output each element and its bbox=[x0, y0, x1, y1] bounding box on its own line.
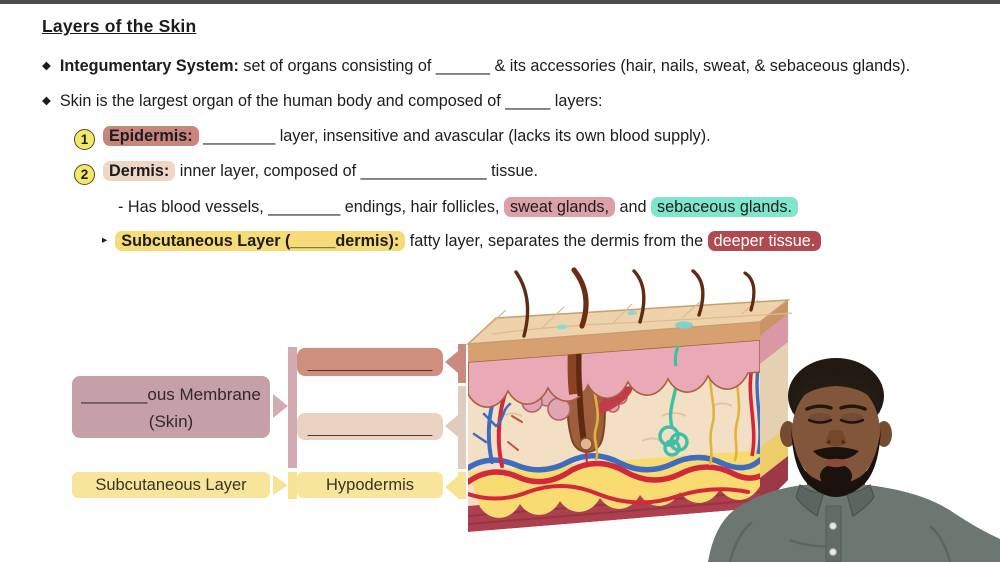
skin-surface-top bbox=[465, 299, 792, 345]
highlight-sweat-glands: sweat glands, bbox=[504, 197, 616, 217]
instructor-beard bbox=[791, 428, 881, 497]
note-epidermis-text: ________ layer, insensitive and avascula… bbox=[198, 127, 711, 145]
number-2-circle: 2 bbox=[74, 164, 95, 185]
highlight-sebaceous-glands: sebaceous glands. bbox=[651, 197, 799, 217]
instructor-eyebrows bbox=[805, 404, 867, 411]
dermis-pointer-bar bbox=[458, 386, 466, 469]
hypodermis-pointer-arrow bbox=[445, 476, 458, 498]
number-1-circle: 1 bbox=[74, 129, 95, 150]
note-epidermis: 1 Epidermis: ________ layer, insensitive … bbox=[74, 126, 711, 150]
cutaneous-membrane-label: _______ous Membrane (Skin) bbox=[72, 376, 270, 438]
note-dermis: 2 Dermis: inner layer, composed of ______… bbox=[74, 161, 538, 185]
dermis-blank-line: ________________ bbox=[307, 420, 433, 436]
instructor-closed-eyes bbox=[807, 418, 865, 424]
epidermis-blank-line: ________________ bbox=[307, 355, 433, 371]
term-integumentary: Integumentary System: bbox=[59, 57, 239, 75]
cutaneous-membrane-line1: _______ous Membrane bbox=[81, 385, 261, 404]
subcutaneous-layer-label: Subcutaneous Layer bbox=[72, 472, 270, 498]
hypodermis-layer bbox=[468, 450, 760, 518]
skin-cross-section-diagram bbox=[465, 267, 792, 532]
note-skin-organ: ◆ Skin is the largest organ of the human … bbox=[42, 92, 602, 111]
note-integumentary-text: set of organs consisting of ______ & its… bbox=[238, 57, 911, 75]
note-dermis-detail-text: - Has blood vessels, ________ endings, h… bbox=[118, 198, 505, 216]
note-subcutaneous: ▸ Subcutaneous Layer (_____dermis): fatty… bbox=[102, 231, 822, 251]
cutaneous-membrane-line2: (Skin) bbox=[148, 412, 194, 432]
note-dermis-text: inner layer, composed of ______________ … bbox=[175, 162, 538, 180]
hair-shafts bbox=[514, 267, 756, 338]
subcutaneous-bracket-bar bbox=[288, 472, 297, 499]
term-dermis: Dermis: bbox=[103, 161, 176, 181]
epidermis-blank-label: ________________ bbox=[297, 348, 443, 376]
instructor bbox=[708, 358, 1000, 562]
term-epidermis: Epidermis: bbox=[103, 126, 199, 146]
term-subcutaneous-layer: Subcutaneous Layer (_____dermis): bbox=[115, 231, 406, 251]
arrector-pili-muscle bbox=[595, 386, 633, 414]
epidermis-pointer-arrow bbox=[445, 351, 458, 373]
instructor-mustache bbox=[813, 447, 859, 460]
dermis-pointer-arrow bbox=[445, 415, 458, 437]
hypodermis-label: Hypodermis bbox=[297, 472, 443, 498]
triangle-bullet-icon: ▸ bbox=[102, 234, 108, 246]
highlight-deeper-tissue: deeper tissue. bbox=[707, 231, 822, 251]
epidermis-layer bbox=[468, 339, 760, 408]
note-skin-organ-text: Skin is the largest organ of the human b… bbox=[59, 92, 603, 110]
instructor-head bbox=[780, 358, 892, 497]
page-title: Layers of the Skin bbox=[42, 16, 197, 36]
instructor-lips bbox=[825, 458, 847, 468]
subcutaneous-bracket-arrow bbox=[273, 475, 288, 495]
blood-vessel-plexus bbox=[468, 453, 760, 505]
hypodermis-pointer-bar bbox=[458, 472, 466, 499]
diamond-bullet-icon: ◆ bbox=[42, 95, 51, 107]
cutaneous-bracket-bar bbox=[288, 347, 297, 468]
shirt-button bbox=[829, 548, 837, 556]
note-and-text: and bbox=[615, 198, 652, 216]
cutaneous-bracket-arrow bbox=[273, 394, 288, 418]
note-subcutaneous-text: fatty layer, separates the dermis from t… bbox=[405, 232, 708, 250]
top-bar bbox=[0, 0, 1000, 4]
diamond-bullet-icon: ◆ bbox=[42, 60, 51, 72]
dermis-blank-label: ________________ bbox=[297, 413, 443, 440]
note-dermis-detail: - Has blood vessels, ________ endings, h… bbox=[118, 197, 799, 217]
instructor-shirt bbox=[708, 484, 1000, 562]
shirt-button bbox=[829, 522, 837, 530]
stratum-corneum-band bbox=[468, 322, 760, 362]
block-side-face bbox=[760, 300, 788, 508]
epidermis-pointer-bar bbox=[458, 344, 466, 383]
note-integumentary: ◆ Integumentary System: set of organs con… bbox=[42, 57, 910, 76]
